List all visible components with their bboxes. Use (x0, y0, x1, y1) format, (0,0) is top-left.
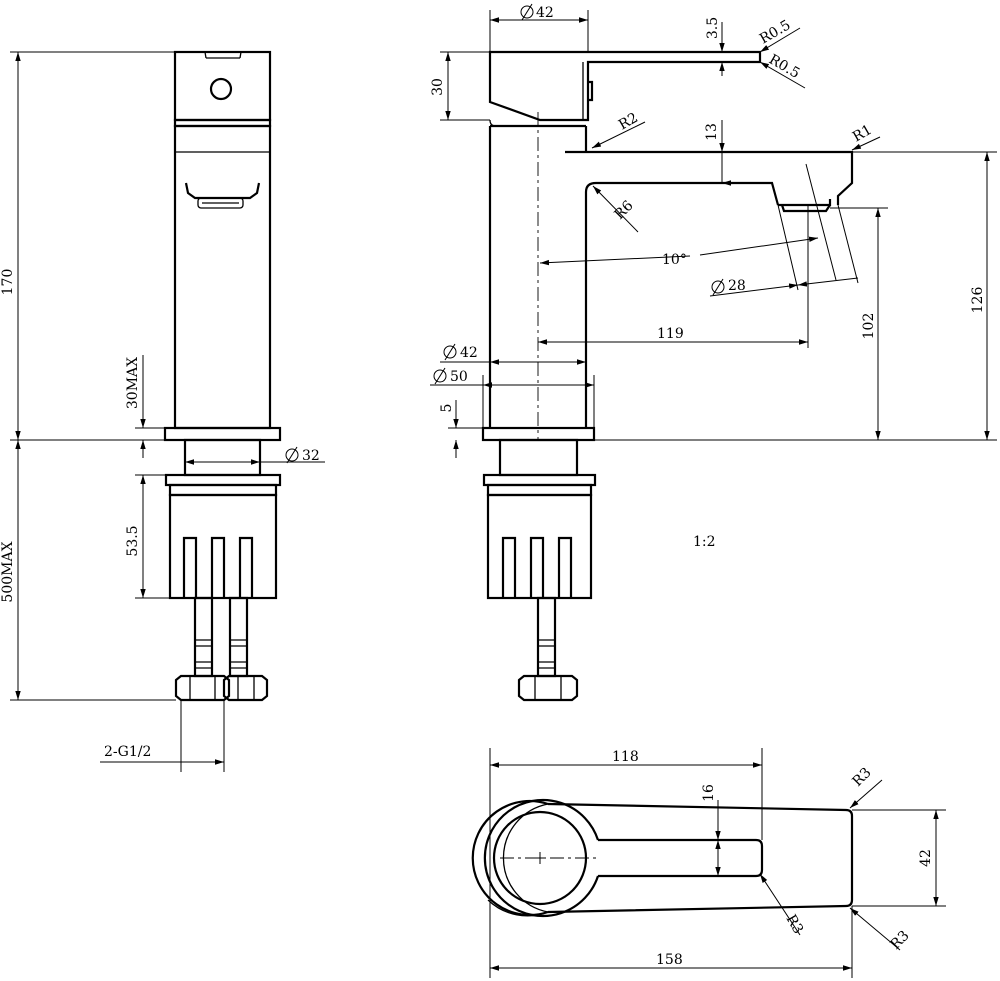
top-center-mark (500, 852, 600, 864)
dim-deck-thickness: 30MAX (125, 357, 141, 409)
diameter-symbol-icon (285, 446, 299, 464)
top-dimension-labels: 118 R3 16 42 R3 R3 158 (612, 749, 934, 968)
dim-spout-thickness: 13 (704, 123, 720, 141)
dim-handle-thickness: 3.5 (705, 17, 721, 39)
front-view: 170 500MAX 30MAX 53.5 32 2-G1/2 (0, 50, 325, 772)
diameter-symbol-icon (433, 367, 447, 385)
scale-label: 1:2 (693, 534, 716, 550)
dim-spout-height: 126 (970, 287, 986, 314)
diameter-symbol-icon (443, 343, 457, 361)
dim-handle-diameter: 42 (536, 5, 554, 21)
dim-handle-height: 30 (430, 78, 446, 96)
dim-body-radius: R2 (616, 110, 641, 134)
dim-reach: 119 (657, 326, 684, 342)
side-dimensions (430, 10, 997, 458)
dim-outlet-height: 102 (861, 313, 877, 340)
dim-overall-height: 170 (0, 269, 16, 296)
dim-aerator-diameter: 28 (728, 278, 746, 294)
dim-spout-tip-radius: R1 (850, 122, 875, 146)
dim-total-length: 158 (656, 952, 683, 968)
diameter-symbol-icon (520, 3, 534, 21)
dim-shank-nut-height: 53.5 (125, 525, 141, 556)
front-dimensions (10, 51, 325, 772)
dim-slot-width: 16 (701, 784, 717, 802)
dim-slot-radius: R3 (783, 912, 807, 937)
top-dimensions (489, 748, 946, 978)
dim-width: 42 (918, 849, 934, 867)
top-view: 118 R3 16 42 R3 R3 158 (471, 748, 946, 978)
dim-handle-length: 118 (612, 749, 639, 765)
dim-shank-diameter: 32 (302, 448, 320, 464)
dim-hose-length: 500MAX (0, 541, 16, 602)
side-dimension-labels: 42 3.5 R0.5 R0.5 30 R2 13 R1 R6 10° 28 1… (430, 3, 986, 413)
front-dimension-labels: 170 500MAX 30MAX 53.5 32 2-G1/2 (0, 269, 320, 760)
faucet-front-body (163, 50, 282, 702)
dim-body-diameter: 42 (460, 345, 478, 361)
side-view: 42 3.5 R0.5 R0.5 30 R2 13 R1 R6 10° 28 1… (430, 3, 997, 702)
diameter-symbol-icon (711, 278, 725, 296)
dim-hose-thread: 2-G1/2 (104, 744, 151, 760)
dim-corner-radius-bottom: R3 (888, 928, 913, 953)
dim-handle-radius-bottom: R0.5 (766, 52, 802, 82)
dim-aerator-angle: 10° (662, 252, 687, 268)
dim-spout-inner-radius: R6 (612, 198, 637, 223)
faucet-top-outline (471, 798, 854, 918)
dim-base-diameter: 50 (450, 369, 468, 385)
dim-corner-radius-top: R3 (850, 765, 875, 790)
dim-base-thickness: 5 (439, 404, 455, 413)
